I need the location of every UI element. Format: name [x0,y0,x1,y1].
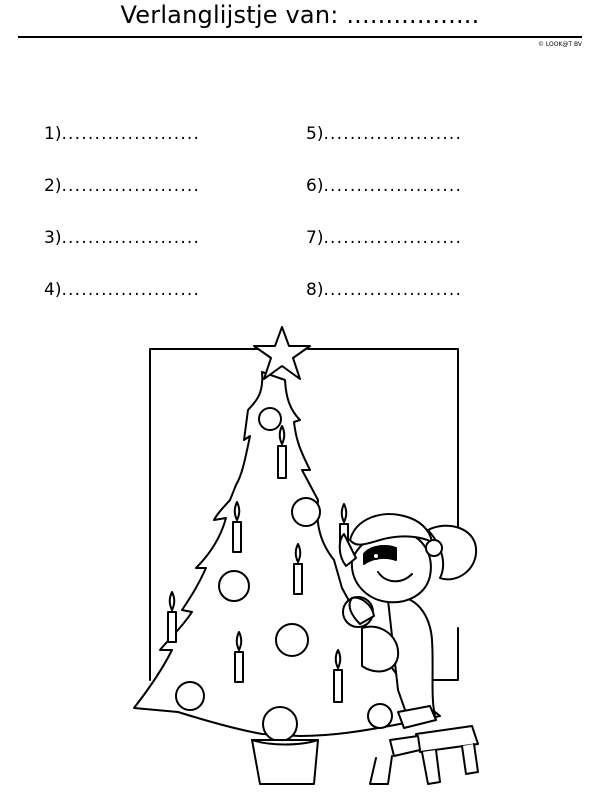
tree-pot [251,739,319,785]
christmas-tree-girl-illustration [133,326,479,785]
item-dotted-line: ..................... [61,228,201,248]
wishlist-item-4[interactable]: 4)..................... [44,280,200,300]
item-number: 4) [44,280,62,300]
copyright-notice: © LOOK@T BV [537,41,582,48]
item-number: 2) [44,176,62,196]
title-divider [18,36,582,38]
item-number: 5) [306,124,324,144]
item-dotted-line: ..................... [323,176,463,196]
wishlist-item-8[interactable]: 8)..................... [306,280,462,300]
wishlist-item-1[interactable]: 1)..................... [44,124,200,144]
item-number: 7) [306,228,324,248]
stool [369,725,479,785]
wishlist-item-7[interactable]: 7)..................... [306,228,462,248]
wishlist-item-6[interactable]: 6)..................... [306,176,462,196]
wishlist-item-3[interactable]: 3)..................... [44,228,200,248]
item-dotted-line: ..................... [61,280,201,300]
item-dotted-line: ..................... [323,228,463,248]
star-icon [253,326,311,380]
page-title: Verlanglijstje van: ................. [120,1,480,29]
item-dotted-line: ..................... [323,124,463,144]
item-dotted-line: ..................... [61,124,201,144]
item-number: 1) [44,124,62,144]
item-number: 6) [306,176,324,196]
wishlist-item-5[interactable]: 5)..................... [306,124,462,144]
wishlist-item-2[interactable]: 2)..................... [44,176,200,196]
item-dotted-line: ..................... [61,176,201,196]
girl-figure [338,513,478,729]
item-number: 3) [44,228,62,248]
item-dotted-line: ..................... [323,280,463,300]
pot-rim [251,739,319,746]
item-number: 8) [306,280,324,300]
